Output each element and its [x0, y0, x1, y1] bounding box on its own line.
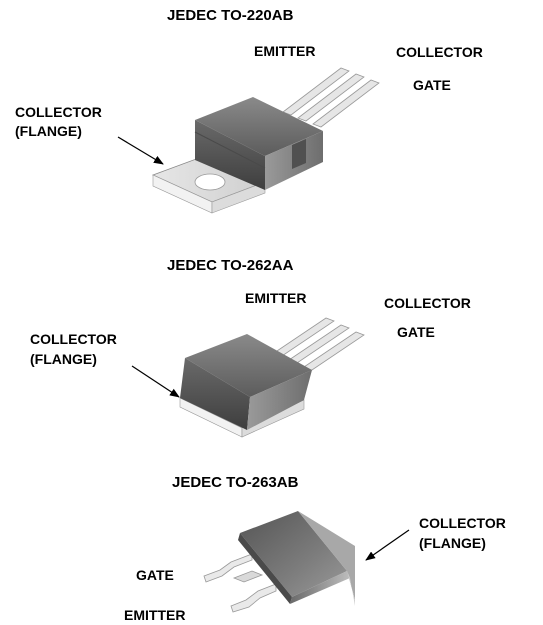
package-body	[180, 334, 312, 430]
collector-flange-tab	[179, 397, 305, 438]
pointer-arrow	[131, 365, 180, 398]
label-gate: GATE	[136, 567, 174, 583]
label-gate: GATE	[397, 324, 435, 340]
lead-collector-stub	[232, 570, 264, 583]
label-gate: GATE	[413, 77, 451, 93]
label-collector-flange-line1: COLLECTOR	[419, 515, 506, 531]
label-collector-flange-line2: (FLANGE)	[30, 351, 97, 367]
package-body	[238, 511, 355, 606]
lead-emitter	[230, 583, 277, 613]
package-title: JEDEC TO-263AB	[172, 474, 299, 491]
package-title: JEDEC TO-262AA	[167, 257, 294, 274]
lead-gate	[203, 553, 253, 583]
pointer-arrow	[365, 529, 410, 561]
label-emitter: EMITTER	[254, 43, 315, 59]
lead-gate	[312, 79, 380, 128]
package-body	[194, 97, 323, 190]
package-title: JEDEC TO-220AB	[167, 7, 294, 24]
label-collector-flange-line1: COLLECTOR	[15, 104, 102, 120]
label-collector: COLLECTOR	[384, 295, 471, 311]
label-collector-flange-line1: COLLECTOR	[30, 331, 117, 347]
package-to220ab: JEDEC TO-220AB EMITTER COLLECTOR GA	[15, 7, 483, 214]
label-emitter: EMITTER	[245, 290, 306, 306]
package-to262aa: JEDEC TO-262AA EMITTER COLLECTOR GATE CO…	[30, 257, 471, 438]
lead-emitter	[282, 67, 350, 116]
pointer-arrow	[117, 136, 164, 165]
package-to263ab: JEDEC TO-263AB COLLECTOR (FLANGE) GATE E…	[124, 474, 506, 623]
lead-collector	[297, 73, 365, 122]
label-collector: COLLECTOR	[396, 44, 483, 60]
label-collector-flange-line2: (FLANGE)	[15, 123, 82, 139]
label-emitter: EMITTER	[124, 607, 185, 623]
label-collector-flange-line2: (FLANGE)	[419, 535, 486, 551]
mounting-hole	[194, 173, 226, 191]
collector-flange-tab	[151, 154, 267, 214]
